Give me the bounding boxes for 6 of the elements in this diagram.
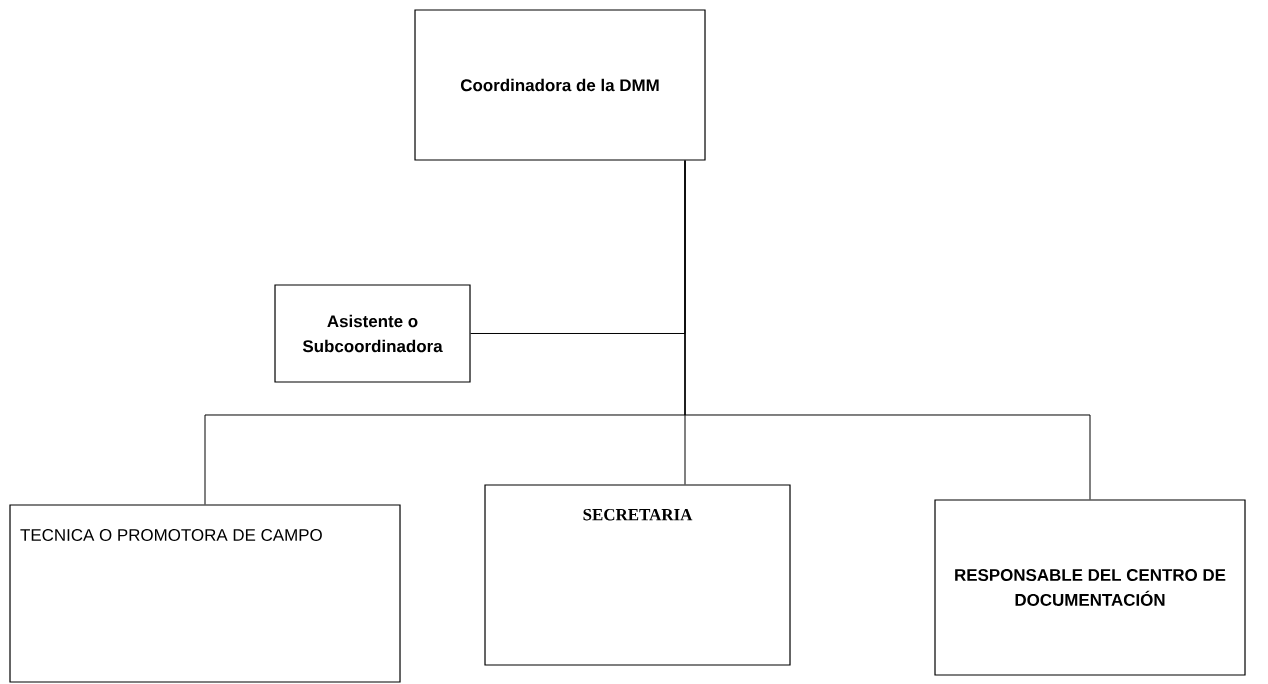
- org-box: SECRETARIA: [484, 484, 791, 666]
- org-box: TECNICA O PROMOTORA DE CAMPO: [9, 504, 401, 683]
- org-box: Asistente o Subcoordinadora: [274, 284, 471, 383]
- connector-line: [684, 160, 1091, 500]
- org-box: RESPONSABLE DEL CENTRO DE DOCUMENTACIÓN: [934, 499, 1246, 676]
- org-box: Coordinadora de la DMM: [414, 9, 706, 161]
